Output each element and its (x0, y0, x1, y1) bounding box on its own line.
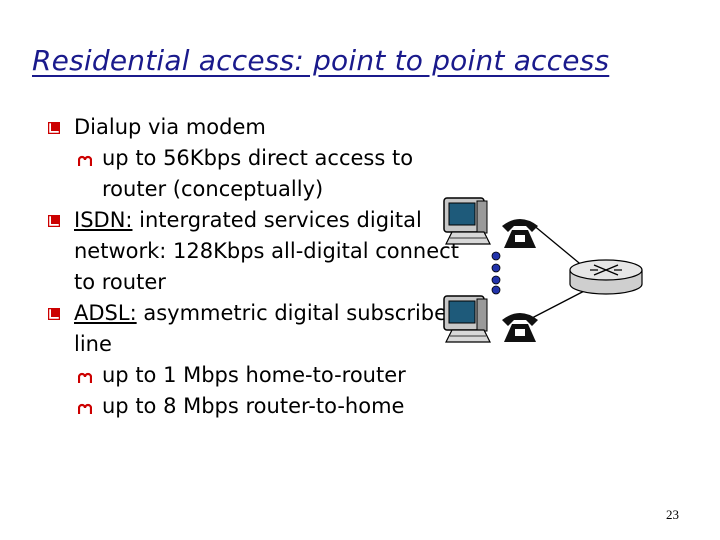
access-diagram (443, 197, 643, 343)
sub-bullet-adsl-2: up to 8 Mbps router-to-home (48, 391, 468, 422)
bullet-marker-icon (48, 122, 60, 134)
sub-bullet-adsl-1: up to 1 Mbps home-to-router (48, 360, 468, 391)
sub-bullet-dialup-1-text: up to 56Kbps direct access to router (co… (102, 146, 414, 201)
slide-title: Residential access: point to point acces… (32, 44, 610, 77)
bullet-adsl-term: ADSL: (74, 301, 137, 325)
link-line-bottom (531, 287, 591, 319)
router-icon (569, 259, 643, 295)
sub-bullet-marker-icon (78, 155, 92, 166)
bullet-adsl: ADSL: asymmetric digital subscriber line (48, 298, 468, 360)
page-number: 23 (666, 507, 679, 522)
sub-bullet-adsl-1-text: up to 1 Mbps home-to-router (102, 363, 406, 387)
bullet-marker-icon (48, 215, 60, 227)
bullet-isdn-label: intergrated services digital network: 12… (74, 208, 459, 294)
telephone-icon (502, 219, 538, 248)
bullet-isdn: ISDN: intergrated services digital netwo… (48, 205, 468, 298)
bullet-dialup: Dialup via modem (48, 112, 468, 143)
bullet-marker-icon (48, 308, 60, 320)
bullet-adsl-label: asymmetric digital subscriber line (74, 301, 456, 356)
sub-bullet-marker-icon (78, 403, 92, 414)
bullet-isdn-term: ISDN: (74, 208, 133, 232)
computer-icon (443, 197, 491, 245)
telephone-icon (502, 313, 538, 342)
bullet-dialup-label: Dialup via modem (74, 115, 266, 139)
sub-bullet-marker-icon (78, 372, 92, 383)
computer-icon (443, 295, 491, 343)
ellipsis-dots (491, 251, 501, 295)
sub-bullet-adsl-2-text: up to 8 Mbps router-to-home (102, 394, 405, 418)
bullet-list: Dialup via modem up to 56Kbps direct acc… (48, 112, 468, 422)
sub-bullet-dialup-1: up to 56Kbps direct access to router (co… (48, 143, 468, 205)
